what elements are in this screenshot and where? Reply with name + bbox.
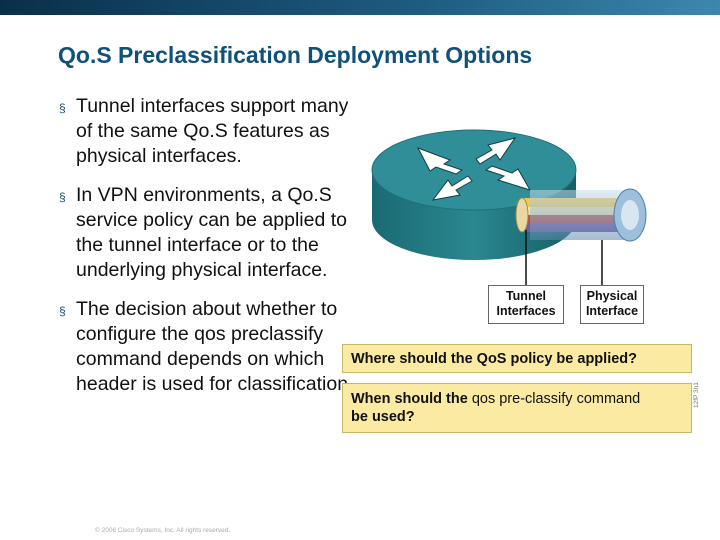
tunnel-label-line: Tunnel	[505, 289, 547, 303]
tunnel-label-line: Interfaces	[496, 304, 556, 318]
bullet-item: § In VPN environments, a Qo.S service po…	[58, 183, 358, 283]
slide-title: Qo.S Preclassification Deployment Option…	[58, 42, 533, 68]
figure-id: 12fP 3h1	[693, 382, 700, 408]
bullet-text: In VPN environments, a Qo.S service poli…	[76, 184, 347, 281]
router-arrows-icon	[416, 137, 532, 201]
bullet-text: The decision about whether to configure …	[76, 298, 354, 395]
bullet-item: § The decision about whether to configur…	[58, 297, 358, 397]
question-command-text: qos pre-classify command	[471, 391, 641, 407]
tunnel-interfaces-label: Tunnel Interfaces	[488, 285, 564, 324]
bullet-marker-icon: §	[59, 304, 66, 318]
copyright-footer: © 2006 Cisco Systems, Inc. All rights re…	[95, 527, 231, 534]
question-bold-text: When should the	[351, 391, 468, 407]
router-illustration	[371, 129, 647, 285]
question-bold-text: be used?	[351, 409, 415, 425]
bullet-marker-icon: §	[59, 190, 66, 204]
question-when-preclassify: When should the qos pre-classify command…	[342, 383, 692, 433]
physical-label-line: Interface	[585, 304, 639, 318]
top-banner	[0, 0, 720, 15]
tunnel-bundle	[515, 188, 647, 242]
bullet-text: Tunnel interfaces support many of the sa…	[76, 95, 349, 167]
bullet-item: § Tunnel interfaces support many of the …	[58, 94, 358, 169]
question-where-policy: Where should the QoS policy be applied?	[342, 344, 692, 373]
router-diagram: Tunnel Interfaces Physical Interface Whe…	[330, 90, 720, 450]
bullet-list: § Tunnel interfaces support many of the …	[58, 94, 358, 411]
bullet-marker-icon: §	[59, 101, 66, 115]
physical-interface-label: Physical Interface	[580, 285, 644, 324]
physical-label-line: Physical	[586, 289, 638, 303]
